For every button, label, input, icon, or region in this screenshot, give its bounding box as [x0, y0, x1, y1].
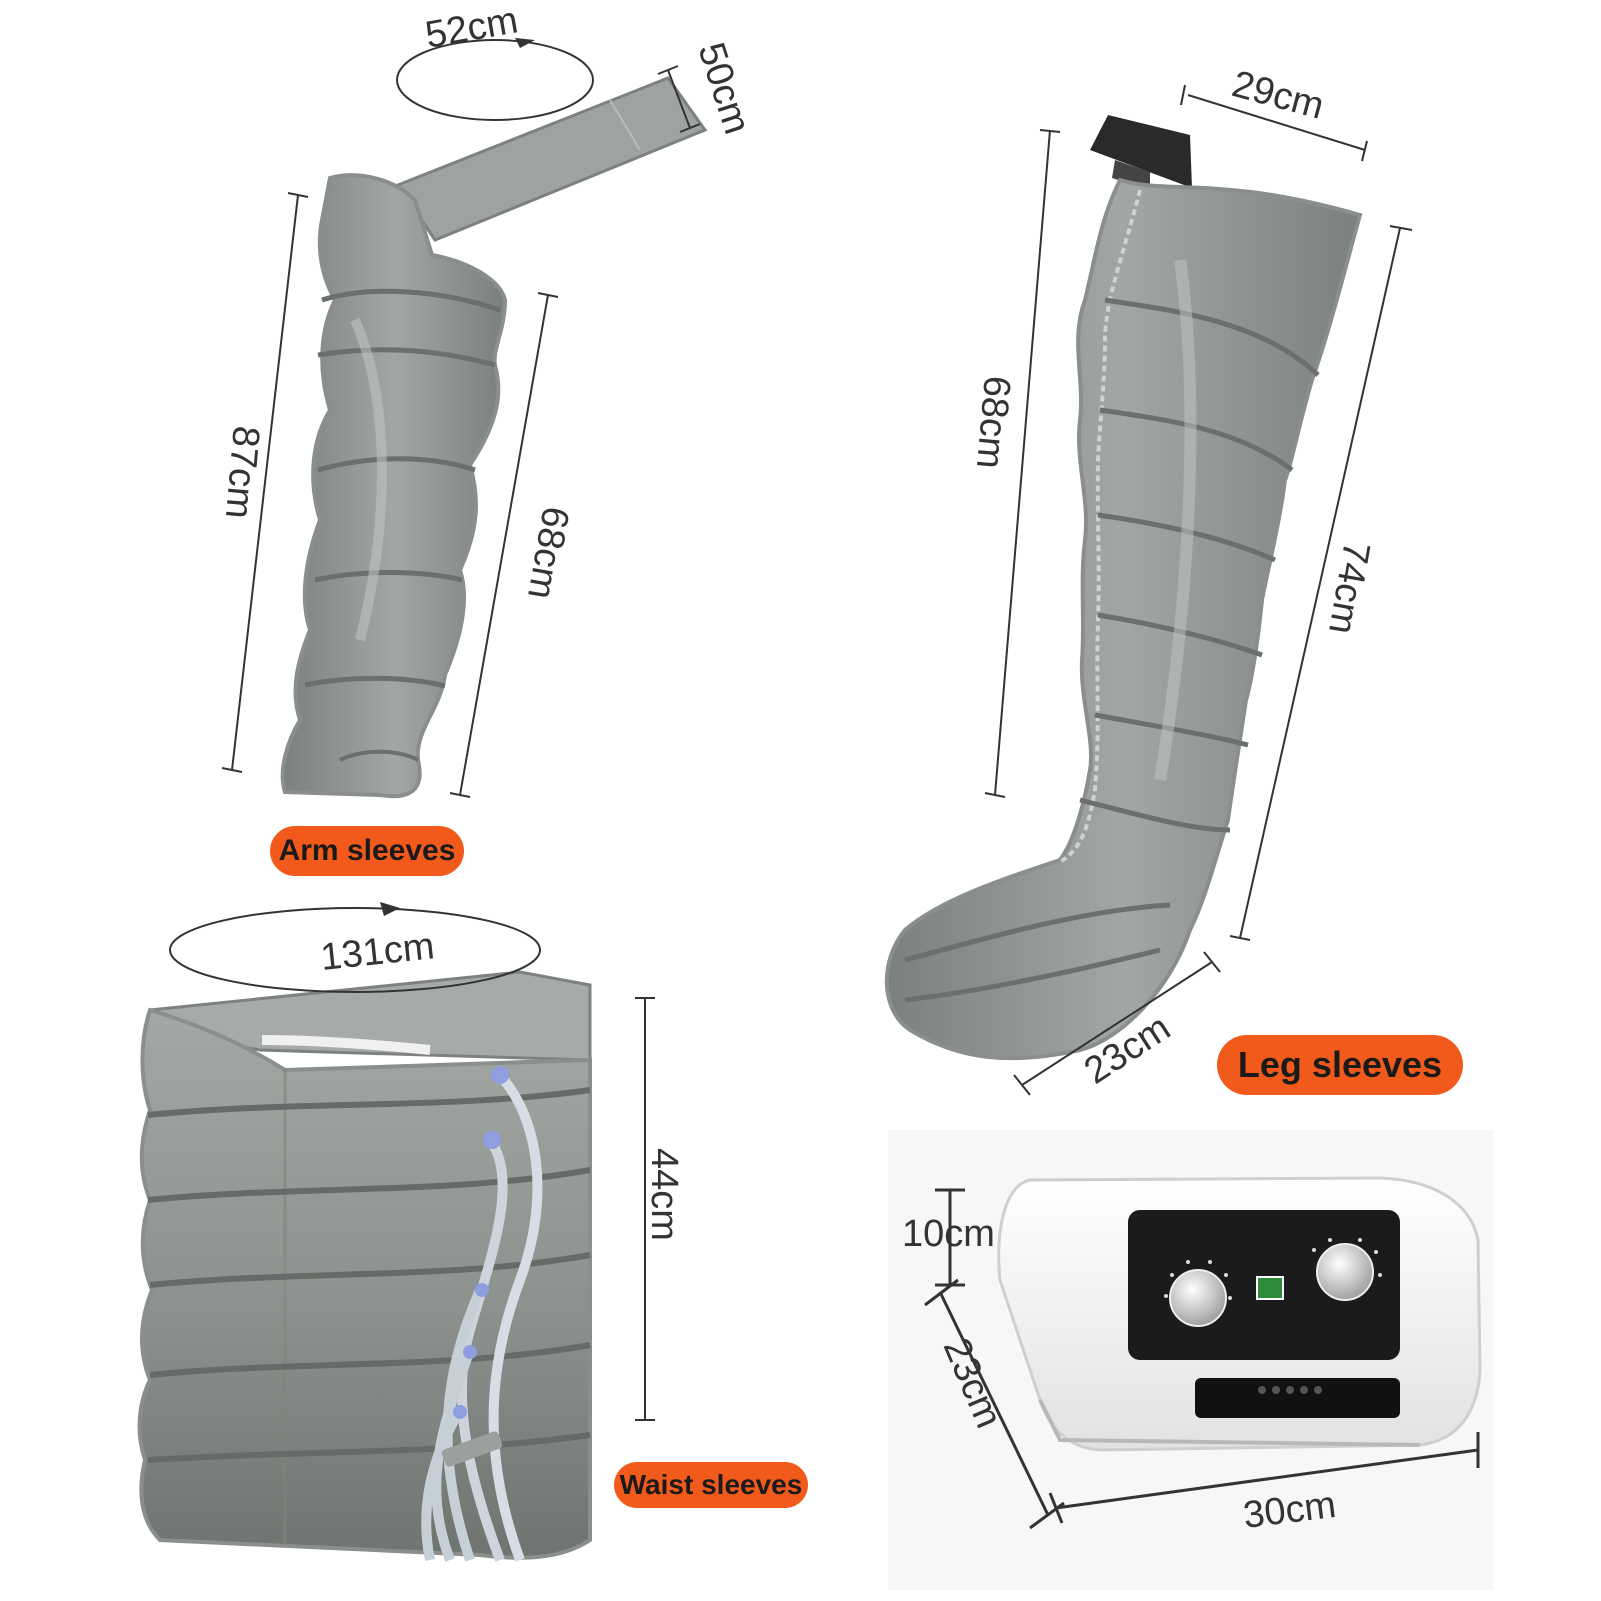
arm-length-inner-label: 68cm — [519, 503, 576, 602]
leg-length-outer-label: 74cm — [1320, 538, 1377, 637]
arm-sleeves-badge: Arm sleeves — [270, 826, 464, 876]
leg-length-inner-dimension: 68cm — [968, 129, 1061, 798]
arm-length-outer-label: 87cm — [217, 424, 267, 520]
leg-top-label: 29cm — [1228, 63, 1329, 128]
device-height-label: 10cm — [902, 1213, 995, 1255]
arm-sleeve-body — [280, 173, 508, 799]
waist-height-label: 44cm — [643, 1148, 685, 1241]
waist-sleeve — [137, 970, 592, 1562]
arm-length-inner-dimension: 68cm — [449, 292, 576, 798]
leg-sleeves-badge: Leg sleeves — [1217, 1035, 1463, 1095]
control-device — [888, 1130, 1493, 1590]
timer-knob[interactable] — [1316, 1243, 1374, 1301]
waist-height-dimension: 44cm — [635, 997, 685, 1421]
arm-length-outer-dimension: 87cm — [217, 192, 309, 773]
arm-sleeve — [280, 76, 708, 799]
arm-circumference-dimension: 52cm — [396, 0, 594, 121]
pressure-knob[interactable] — [1169, 1269, 1227, 1327]
device-height-dimension: 10cm — [902, 1188, 995, 1287]
waist-circumference-label: 131cm — [319, 925, 437, 979]
arm-strap — [395, 76, 708, 242]
waist-sleeves-label: Waist sleeves — [620, 1469, 803, 1500]
leg-sleeves-label: Leg sleeves — [1238, 1044, 1442, 1085]
leg-length-inner-label: 68cm — [968, 374, 1018, 470]
leg-top-dimension: 29cm — [1180, 63, 1368, 162]
waist-sleeves-badge: Waist sleeves — [614, 1462, 808, 1508]
arm-circumference-label: 52cm — [422, 0, 521, 57]
arm-sleeves-label: Arm sleeves — [279, 834, 456, 867]
leg-sleeve — [884, 115, 1363, 1061]
waist-sleeve-body — [137, 1007, 592, 1560]
power-switch[interactable] — [1256, 1276, 1284, 1300]
